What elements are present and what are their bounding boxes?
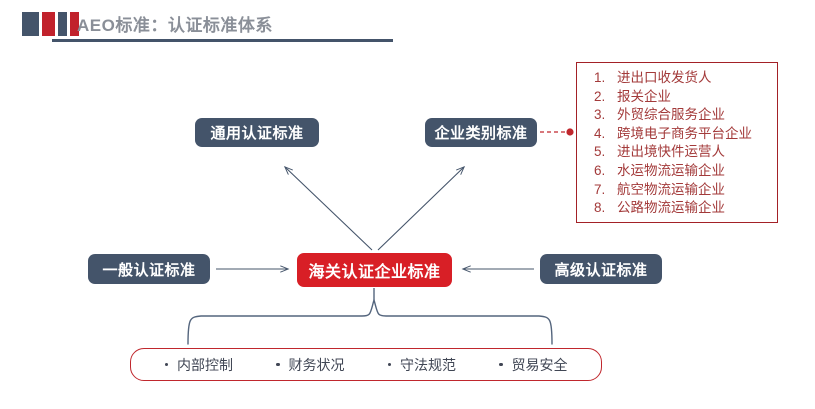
decoration-bar-navy-wide [22, 12, 39, 36]
decoration-bar-red-wide [42, 12, 55, 36]
node-customs-certified-enterprise-standard[interactable]: 海关认证企业标准 [297, 253, 452, 287]
enterprise-type-list: 进出口收发货人 报关企业 外贸综合服务企业 跨境电子商务平台企业 进出境快件运营… [587, 69, 771, 218]
pillar-label: 贸易安全 [511, 356, 568, 373]
decoration-bar-navy-thin [58, 12, 67, 36]
bullet-dot-icon [499, 362, 503, 367]
node-enterprise-category-standard[interactable]: 企业类别标准 [425, 118, 537, 147]
pillar-label: 守法规范 [400, 356, 456, 373]
list-item: 报关企业 [609, 88, 771, 107]
list-item: 水运物流运输企业 [609, 162, 771, 181]
pillar-label: 财务状况 [288, 356, 345, 373]
arrow-center-to-category [377, 167, 464, 251]
leader-endpoint-dot [566, 128, 574, 136]
list-item: 跨境电子商务平台企业 [609, 125, 771, 144]
list-item: 进出境快件运营人 [609, 143, 771, 162]
enterprise-type-list-box: 进出口收发货人 报关企业 外贸综合服务企业 跨境电子商务平台企业 进出境快件运营… [576, 62, 778, 223]
pillar-item: 贸易安全 [499, 355, 568, 375]
pillar-item: 内部控制 [164, 355, 233, 375]
pillar-label: 内部控制 [177, 356, 233, 373]
list-item: 进出口收发货人 [609, 69, 771, 88]
list-item: 航空物流运输企业 [609, 181, 771, 200]
arrow-center-to-general [285, 167, 373, 251]
bullet-dot-icon [276, 362, 280, 367]
pillar-item: 财务状况 [276, 355, 345, 375]
pillar-item: 守法规范 [387, 355, 456, 375]
bullet-dot-icon [387, 362, 391, 367]
title-decoration-marks [22, 12, 79, 36]
bullet-dot-icon [164, 362, 168, 367]
node-general-certification-standard[interactable]: 通用认证标准 [195, 118, 319, 147]
list-item: 外贸综合服务企业 [609, 106, 771, 125]
node-basic-certification-standard[interactable]: 一般认证标准 [88, 254, 210, 284]
list-item: 公路物流运输企业 [609, 199, 771, 218]
decoration-bar-red-thin [70, 12, 79, 36]
pillars-box: 内部控制 财务状况 守法规范 贸易安全 [130, 348, 602, 381]
page-title: AEO标准：认证标准体系 [77, 16, 273, 35]
title-underline-rule [52, 39, 393, 42]
node-advanced-certification-standard[interactable]: 高级认证标准 [540, 254, 662, 284]
curly-brace-center-to-pillars [187, 299, 553, 345]
